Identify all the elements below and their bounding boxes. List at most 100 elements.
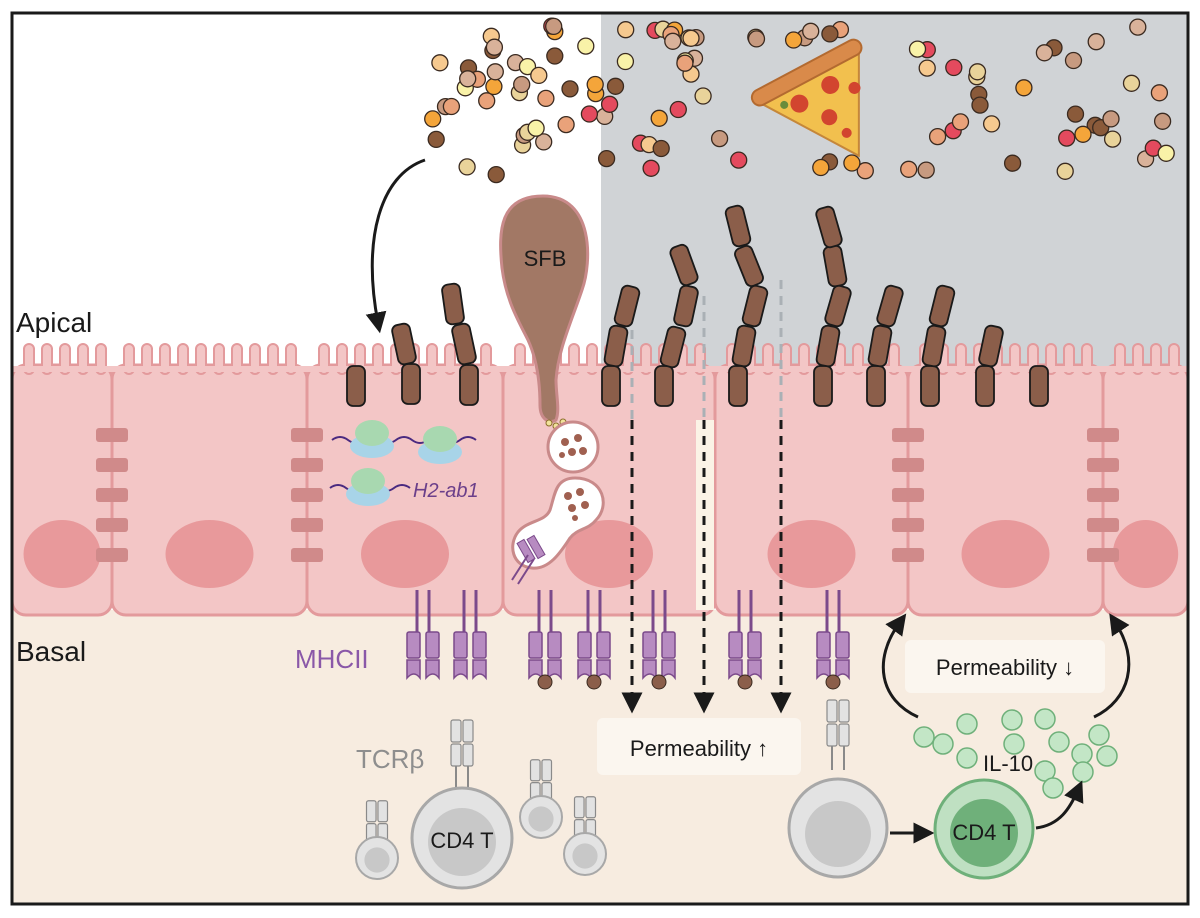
- antigen-peptide: [651, 674, 667, 690]
- food-particle-icon: [747, 30, 766, 48]
- food-particle-icon: [843, 154, 861, 172]
- treg-cell-icon: [933, 778, 1035, 880]
- t-cell-nucleus: [572, 843, 598, 869]
- tcr-receptor-icon: [377, 800, 389, 823]
- bacterium-icon: [441, 282, 465, 326]
- bacterium-icon: [741, 284, 769, 328]
- bacterium-icon: [659, 325, 687, 369]
- bacterium-icon: [669, 243, 699, 287]
- il10-cytokine-icon: [1072, 761, 1094, 783]
- bacterium-icon: [346, 365, 366, 407]
- h2-ab1-gene-label: H2-ab1: [413, 480, 479, 502]
- food-particle-icon: [527, 119, 545, 137]
- food-particle-icon: [577, 37, 595, 55]
- bacterium-icon: [815, 324, 841, 368]
- bacterium-icon: [978, 324, 1004, 368]
- food-particle-icon: [606, 77, 625, 95]
- il10-cytokine-icon: [1034, 708, 1056, 730]
- il10-cytokine-icon: [1003, 733, 1025, 755]
- t-cell-nucleus: [528, 806, 554, 832]
- tcr-receptor-icon: [450, 719, 462, 743]
- food-particle-icon: [982, 115, 1001, 133]
- t-cell-nucleus: [364, 847, 390, 873]
- food-particle-icon: [1103, 130, 1122, 148]
- mhcii-receptor-icon: [406, 631, 421, 659]
- food-particle-icon: [917, 161, 935, 179]
- food-particle-icon: [856, 162, 874, 180]
- food-particle-icon: [1129, 18, 1147, 36]
- il10-to-epithelium-right-arrow: [1093, 613, 1131, 719]
- food-particle-icon: [616, 52, 635, 71]
- tcr-receptor-icon: [462, 743, 474, 767]
- food-particle-icon: [459, 70, 477, 88]
- food-particle-icon: [513, 75, 531, 94]
- mhcii-receptor-icon: [425, 659, 440, 681]
- food-particle-icon: [557, 115, 575, 134]
- food-particle-icon: [694, 87, 712, 105]
- food-particle-icon: [1003, 154, 1022, 172]
- food-particle-icon: [424, 110, 442, 128]
- tight-junction: [892, 488, 924, 502]
- t-cell-icon: [410, 786, 514, 890]
- food-particle-icon: [478, 92, 496, 110]
- mhcii-label: MHCII: [295, 644, 369, 674]
- cd4-t-right-label: CD4 T: [952, 820, 1015, 845]
- t-cell-icon: [787, 777, 889, 879]
- food-particle-icon: [530, 66, 548, 85]
- mhcii-receptor-icon: [547, 631, 562, 659]
- food-particle-icon: [442, 97, 461, 116]
- permeability-up-label: Permeability ↑: [630, 736, 768, 761]
- food-particle-icon: [427, 130, 445, 149]
- food-particle-icon: [664, 32, 682, 50]
- il10-cytokine-icon: [1096, 745, 1118, 767]
- food-particle-icon: [1102, 110, 1120, 128]
- bacterium-icon: [876, 284, 904, 328]
- il10-cytokine-icon: [956, 747, 978, 769]
- endocytic-vesicles: [511, 420, 605, 585]
- food-particle-icon: [968, 63, 987, 81]
- food-particle-icon: [730, 151, 748, 169]
- food-particle-icon: [487, 165, 505, 184]
- tight-junction: [1087, 548, 1119, 562]
- nucleus: [1112, 520, 1179, 588]
- figure-frame: [10, 11, 1190, 906]
- mhcii-receptor-icon: [453, 659, 468, 681]
- nucleus: [767, 520, 856, 588]
- mhcii-receptors: [406, 590, 850, 690]
- tight-junction: [96, 488, 128, 502]
- permeability-down-label: Permeability ↓: [936, 655, 1074, 680]
- mhcii-receptor-icon: [661, 631, 676, 659]
- antigen-peptide: [825, 674, 841, 690]
- tight-junction: [291, 428, 323, 442]
- food-particle-icon: [1157, 144, 1175, 162]
- antigen-peptide: [737, 674, 753, 690]
- tight-junction: [1087, 428, 1119, 442]
- nucleus: [23, 520, 101, 588]
- bacterium-icon: [728, 365, 748, 407]
- il10-cytokine-icon: [913, 708, 1118, 799]
- tight-junction: [892, 548, 924, 562]
- food-particle-icon: [485, 38, 504, 56]
- bacterium-icon: [815, 205, 843, 249]
- tcr-receptor-icon: [585, 796, 597, 819]
- mhcii-receptor-icon: [596, 631, 611, 659]
- food-particle-icon: [652, 139, 670, 158]
- il10-cytokine-icon: [1001, 709, 1023, 731]
- food-particle-icon: [1066, 105, 1085, 123]
- il10-cytokine-icon: [956, 713, 978, 735]
- mhcii-receptor-icon: [747, 631, 762, 659]
- bacterium-icon: [866, 365, 886, 407]
- mhcii-receptor-icon: [453, 631, 468, 659]
- food-particle-icon: [586, 75, 604, 94]
- food-particle-icon: [537, 89, 555, 108]
- tight-junction: [96, 548, 128, 562]
- food-particle-icon: [945, 58, 963, 77]
- food-particle-icon: [545, 17, 563, 36]
- food-particle-icon: [485, 77, 503, 96]
- food-particle-icon: [1122, 74, 1141, 92]
- food-particle-icon: [676, 54, 694, 72]
- il10-cytokine-icon: [1048, 731, 1070, 753]
- food-particle-icon: [650, 109, 668, 127]
- food-particle-icon: [682, 29, 700, 47]
